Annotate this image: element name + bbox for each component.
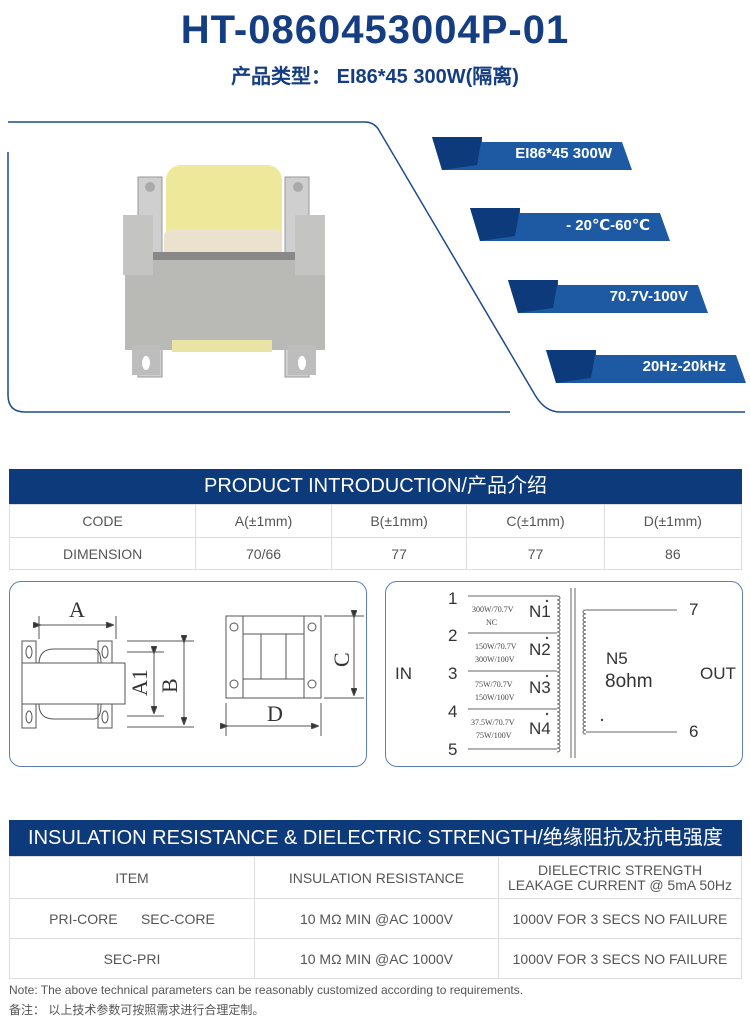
impedance-label: 8ohm: [605, 671, 653, 692]
pin-7: 7: [689, 600, 698, 619]
n3-rating-1: 75W/70.7V: [475, 680, 513, 689]
intro-header: PRODUCT INTRODUCTION/产品介绍: [9, 469, 742, 504]
n1-rating-1: 300W/70.7V: [472, 605, 514, 614]
product-type: 产品类型： EI86*45 300W(隔离): [231, 66, 519, 88]
label-c: C: [329, 652, 354, 667]
out-label: OUT: [700, 664, 736, 683]
n2-rating-1: 150W/70.7V: [475, 642, 517, 651]
pin-4: 4: [448, 702, 457, 721]
pin-3: 3: [448, 664, 457, 683]
label-b: B: [157, 678, 182, 693]
wiring-schematic: IN OUT 1 2 3 4 5 6 7 N1 N2 N3 N4 N5 8ohm…: [385, 581, 743, 767]
header-cell: B(±1mm): [330, 504, 468, 538]
winding-n4: N4: [529, 719, 551, 738]
winding-n2: N2: [529, 640, 551, 659]
note-en: Note: The above technical parameters can…: [9, 983, 524, 997]
pin-5: 5: [448, 740, 457, 759]
cell: 77: [466, 537, 605, 570]
label-a1: A1: [127, 669, 152, 696]
header-cell: CODE: [8, 504, 197, 538]
winding-n3: N3: [529, 678, 551, 697]
header-cell: ITEM: [9, 856, 255, 899]
cell: 77: [330, 537, 468, 570]
pin-2: 2: [448, 626, 457, 645]
label-d: D: [267, 701, 283, 726]
note-cn: 备注： 以上技术参数可按照需求进行合理定制。: [9, 1003, 265, 1017]
feature-badge-core: EI86*45 300W: [432, 137, 632, 171]
feature-badge-frequency: 20Hz-20kHz: [546, 350, 746, 384]
product-title: HT-0860453004P-01: [180, 8, 570, 52]
transformer-photo: [123, 165, 325, 378]
n4-rating-1: 37.5W/70.7V: [471, 718, 515, 727]
n1-rating-2: NC: [486, 618, 497, 627]
header-cell: C(±1mm): [466, 504, 605, 538]
in-label: IN: [395, 664, 412, 683]
n4-rating-2: 75W/100V: [476, 731, 512, 740]
cell: PRI-CORE SEC-CORE: [9, 898, 255, 939]
cell: 1000V FOR 3 SECS NO FAILURE: [498, 898, 742, 939]
feature-badge-temperature: - 20℃-60℃: [470, 208, 670, 242]
hero-frame: [7, 121, 745, 413]
header-line: LEAKAGE CURRENT @ 5mA 50Hz: [507, 876, 733, 893]
header-cell: D(±1mm): [603, 504, 743, 538]
pin-1: 1: [448, 589, 457, 608]
header-cell: A(±1mm): [195, 504, 332, 538]
winding-n1: N1: [529, 602, 551, 621]
insulation-table: ITEM INSULATION RESISTANCE DIELECTRIC ST…: [9, 856, 742, 979]
cell: 1000V FOR 3 SECS NO FAILURE: [498, 938, 742, 979]
secondary-coil: [582, 609, 587, 735]
insulation-header: INSULATION RESISTANCE & DIELECTRIC STREN…: [9, 820, 742, 856]
cell: 10 MΩ MIN @AC 1000V: [254, 938, 499, 979]
label-a: A: [69, 597, 85, 622]
primary-coil: [556, 595, 561, 753]
winding-n5: N5: [606, 649, 628, 668]
cell: DIMENSION: [8, 537, 197, 570]
table-header-row: ITEM INSULATION RESISTANCE DIELECTRIC ST…: [9, 856, 742, 899]
feature-badge-voltage: 70.7V-100V: [508, 280, 708, 314]
cell: 10 MΩ MIN @AC 1000V: [254, 898, 499, 939]
dimension-drawing: A A1 B C D: [9, 581, 367, 767]
header-cell: INSULATION RESISTANCE: [254, 856, 499, 899]
header-line: DIELECTRIC STRENGTH: [537, 861, 703, 878]
n3-rating-2: 150W/100V: [475, 693, 515, 702]
cell: 86: [603, 537, 743, 570]
cell: SEC-PRI: [9, 938, 255, 979]
pin-6: 6: [689, 722, 698, 741]
cell: 70/66: [195, 537, 332, 570]
n2-rating-2: 300W/100V: [475, 655, 515, 664]
